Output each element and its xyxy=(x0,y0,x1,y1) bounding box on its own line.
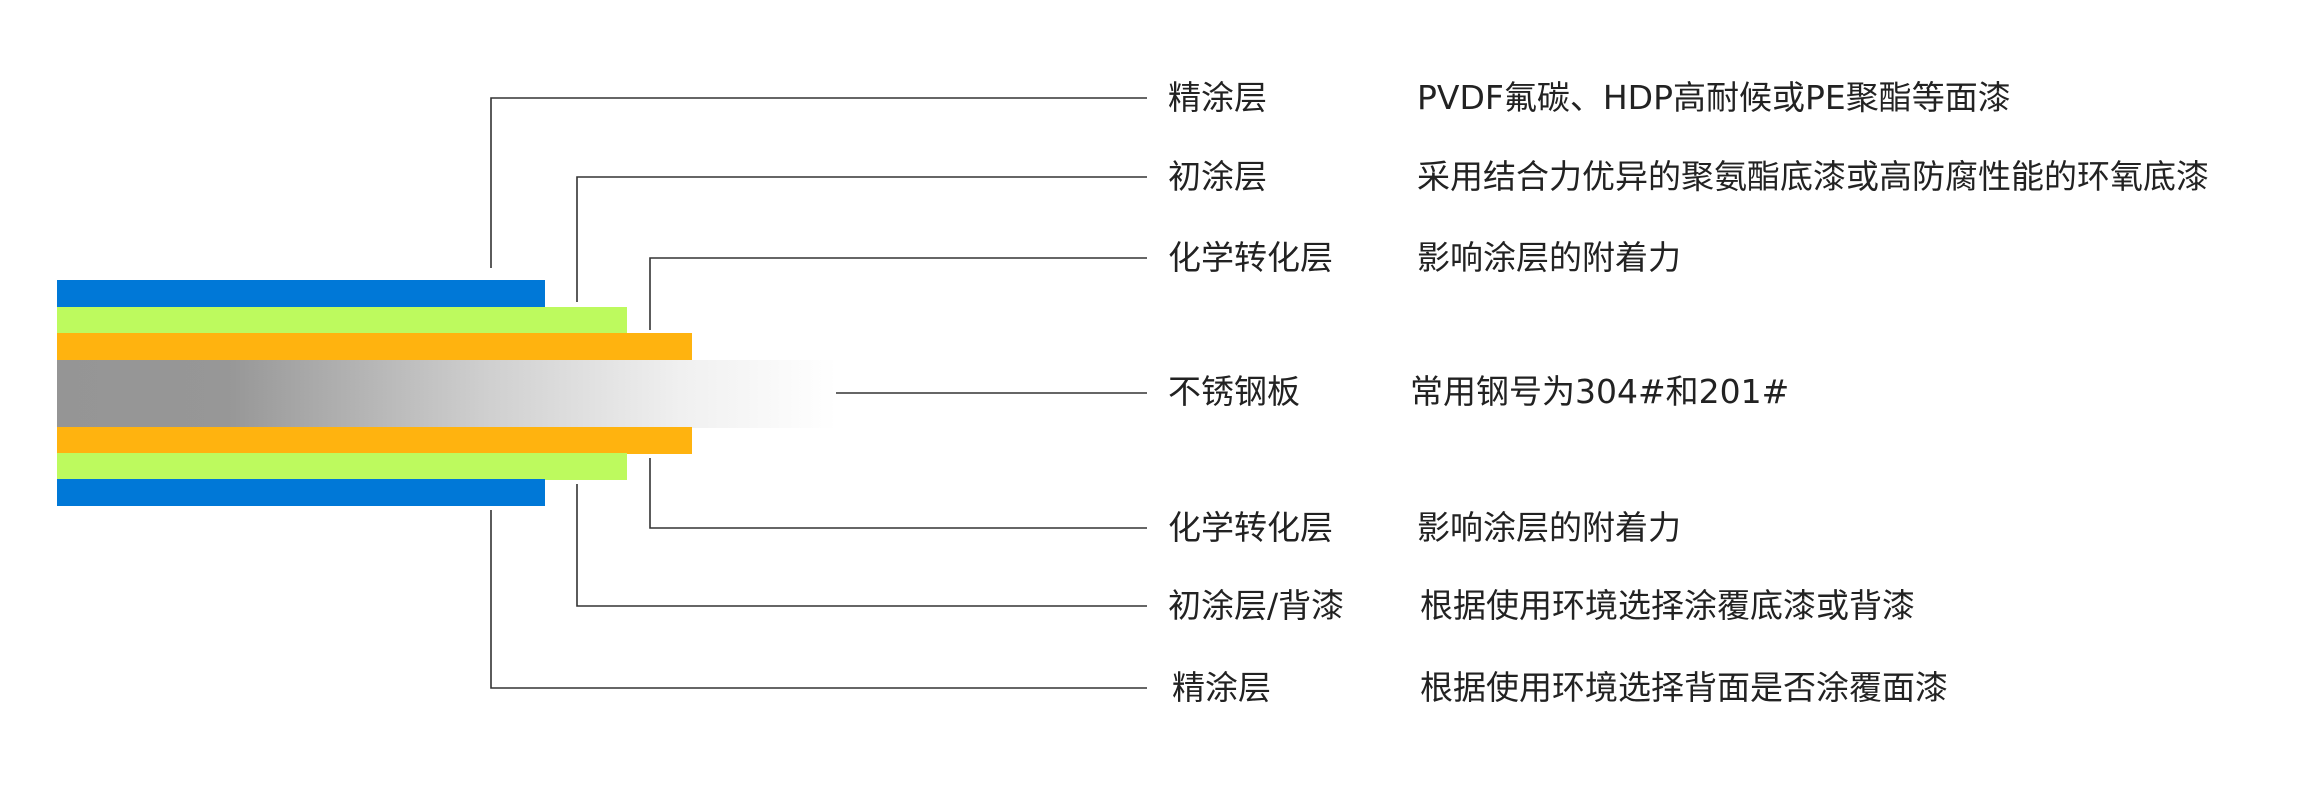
layer-row-substrate: 不锈钢板 常用钢号为304#和201# xyxy=(0,367,2304,417)
layer-description-substrate: 常用钢号为304#和201# xyxy=(1410,372,1790,411)
leader-line-top-finish xyxy=(490,97,1147,268)
top-conversion-band xyxy=(57,333,692,361)
leader-line-bottom-primer xyxy=(576,484,1147,607)
layer-name-top-primer: 初涂层 xyxy=(1168,157,1267,196)
layer-row-top-finish: 精涂层 PVDF氟碳、HDP高耐候或PE聚酯等面漆 xyxy=(0,73,2304,123)
leader-line-bottom-conversion xyxy=(649,458,1147,529)
layer-name-substrate: 不锈钢板 xyxy=(1168,372,1300,411)
bottom-finish-band xyxy=(57,479,545,506)
leader-line-top-primer xyxy=(576,176,1147,302)
layer-row-top-primer: 初涂层 采用结合力优异的聚氨酯底漆或高防腐性能的环氧底漆 xyxy=(0,152,2304,202)
layer-description-bottom-finish: 根据使用环境选择背面是否涂覆面漆 xyxy=(1420,668,1948,707)
leader-line-bottom-finish xyxy=(490,510,1147,689)
top-finish-band xyxy=(57,280,545,308)
layer-description-top-conversion: 影响涂层的附着力 xyxy=(1417,238,1681,277)
layer-row-bottom-conversion: 化学转化层 影响涂层的附着力 xyxy=(0,503,2304,553)
leader-line-top-conversion xyxy=(649,257,1147,330)
layer-description-top-finish: PVDF氟碳、HDP高耐候或PE聚酯等面漆 xyxy=(1417,78,2011,117)
layer-name-bottom-conversion: 化学转化层 xyxy=(1168,508,1333,547)
layer-name-bottom-finish: 精涂层 xyxy=(1172,668,1271,707)
top-primer-band xyxy=(57,307,627,334)
layer-description-bottom-conversion: 影响涂层的附着力 xyxy=(1417,508,1681,547)
layer-description-bottom-primer: 根据使用环境选择涂覆底漆或背漆 xyxy=(1420,586,1915,625)
layer-row-bottom-primer: 初涂层/背漆 根据使用环境选择涂覆底漆或背漆 xyxy=(0,581,2304,631)
bottom-primer-band xyxy=(57,453,627,480)
layer-name-bottom-primer: 初涂层/背漆 xyxy=(1168,586,1345,625)
layer-row-bottom-finish: 精涂层 根据使用环境选择背面是否涂覆面漆 xyxy=(0,663,2304,713)
substrate-band xyxy=(57,360,837,428)
bottom-conversion-band xyxy=(57,427,692,454)
layer-description-top-primer: 采用结合力优异的聚氨酯底漆或高防腐性能的环氧底漆 xyxy=(1417,157,2209,196)
layer-row-top-conversion: 化学转化层 影响涂层的附着力 xyxy=(0,233,2304,283)
layer-name-top-conversion: 化学转化层 xyxy=(1168,238,1333,277)
layer-name-top-finish: 精涂层 xyxy=(1168,78,1267,117)
